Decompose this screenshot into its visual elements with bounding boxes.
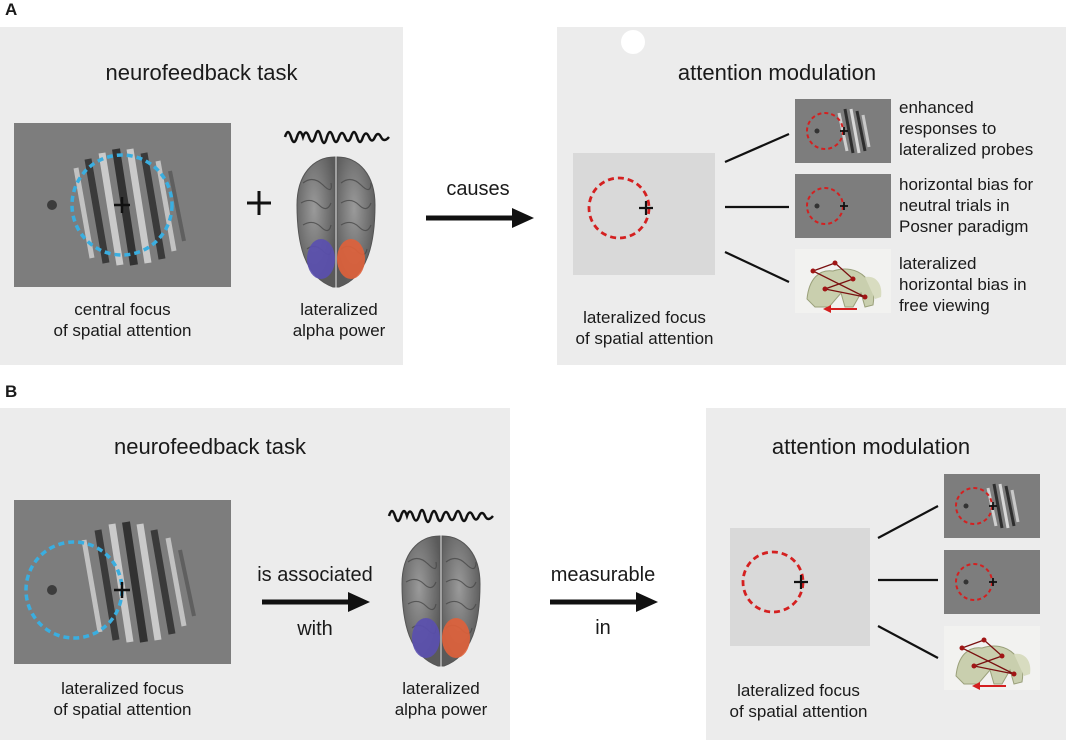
associated-arrow xyxy=(262,590,372,614)
brain-icon xyxy=(293,153,379,291)
associated-label-top: is associated xyxy=(257,564,373,586)
panel-b-left-title: neurofeedback task xyxy=(113,434,307,459)
alpha-wave-icon xyxy=(283,125,391,149)
measurable-label-bottom: in xyxy=(595,617,611,639)
probe-thumbnail xyxy=(795,99,891,163)
posner-thumbnail xyxy=(795,174,891,238)
panel-a-right-title: attention modulation xyxy=(677,60,877,85)
white-dot xyxy=(621,30,645,54)
causes-arrow xyxy=(426,206,536,230)
posner-thumbnail-b xyxy=(944,550,1040,614)
brain-icon-b xyxy=(398,532,484,670)
panel-b-connector-lines xyxy=(877,505,939,659)
lateralized-gabor-stimulus xyxy=(14,500,231,664)
central-gabor-stimulus xyxy=(14,123,231,287)
panel-b-letter: B xyxy=(5,382,18,401)
panel-a-left-box: neurofeedback task xyxy=(0,27,403,365)
panel-a-connector-lines xyxy=(724,132,790,283)
alpha-wave-icon-b xyxy=(387,504,495,528)
panel-a-letter: A xyxy=(5,0,18,19)
probe-thumbnail-b xyxy=(944,474,1040,538)
free-viewing-thumbnail-b xyxy=(944,626,1040,690)
lateralized-focus-square-b xyxy=(730,528,870,646)
panel-a-left-title: neurofeedback task xyxy=(105,60,298,85)
lateralized-focus-square xyxy=(573,153,715,275)
associated-label-bottom: with xyxy=(297,618,333,640)
causes-label: causes xyxy=(446,178,510,200)
plus-sign xyxy=(245,189,273,217)
panel-b-right-title: attention modulation xyxy=(771,434,971,459)
measurable-arrow xyxy=(550,590,660,614)
measurable-label-top: measurable xyxy=(550,564,656,586)
free-viewing-thumbnail xyxy=(795,249,891,313)
